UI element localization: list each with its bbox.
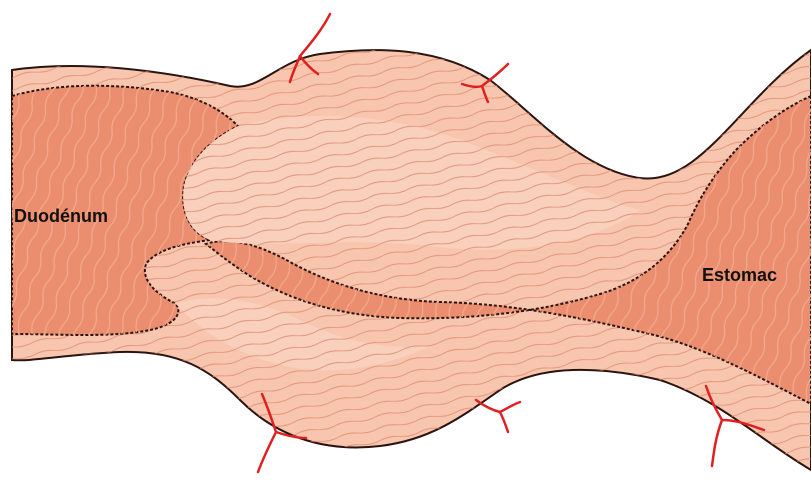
estomac-label: Estomac	[702, 265, 777, 286]
vessel-bottom-middle	[476, 400, 520, 432]
duodenum-label: Duodénum	[14, 206, 108, 227]
